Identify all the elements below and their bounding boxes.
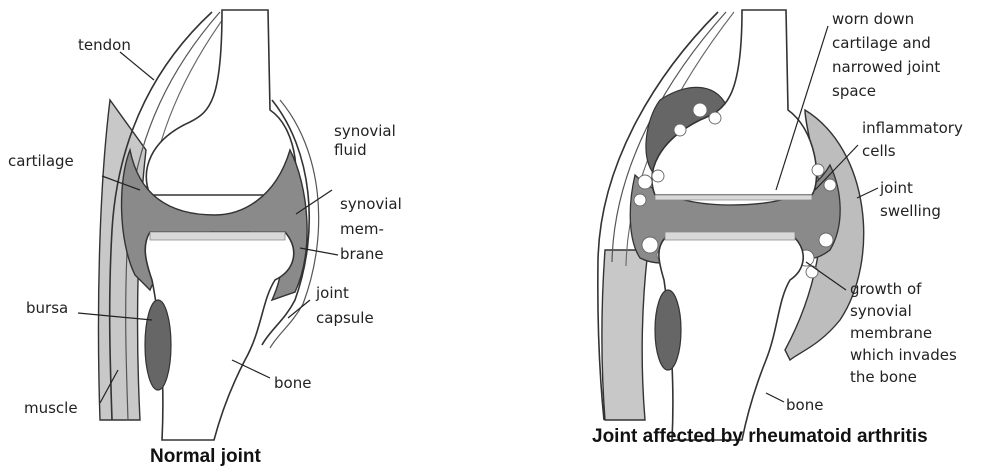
label-synovial-membrane-2: mem-	[340, 220, 384, 238]
normal-cartilage-lower	[150, 232, 285, 240]
label-worn-cartilage-3: narrowed joint	[832, 58, 940, 76]
normal-bursa	[145, 300, 171, 390]
label-synovial-fluid-1: synovial	[334, 122, 396, 140]
affected-cartilage-lower	[665, 232, 795, 240]
affected-cartilage-upper	[655, 195, 812, 200]
label-growth-membrane-3: membrane	[850, 324, 932, 342]
label-synovial-membrane-3: brane	[340, 245, 384, 263]
label-bursa: bursa	[26, 299, 68, 317]
affected-muscle	[602, 250, 648, 420]
label-bone: bone	[274, 374, 311, 392]
label-inflammatory-cells-1: inflammatory	[862, 119, 963, 137]
label-inflammatory-cells-2: cells	[862, 142, 896, 160]
label-growth-membrane-5: the bone	[850, 368, 917, 386]
label-joint-capsule-2: capsule	[316, 309, 374, 327]
label-worn-cartilage-1: worn down	[832, 10, 914, 28]
label-synovial-fluid-2: fluid	[334, 141, 367, 159]
normal-joint: tendon cartilage synovial fluid synovial…	[8, 10, 402, 467]
label-muscle: muscle	[24, 399, 78, 417]
affected-joint: worn down cartilage and narrowed joint s…	[592, 10, 963, 447]
label-growth-membrane-4: which invades	[850, 346, 957, 364]
label-worn-cartilage-2: cartilage and	[832, 34, 931, 52]
caption-affected-joint: Joint affected by rheumatoid arthritis	[592, 426, 928, 447]
affected-bursa	[655, 290, 681, 370]
label-affected-bone: bone	[786, 396, 823, 414]
label-growth-membrane-1: growth of	[850, 280, 922, 298]
label-tendon: tendon	[78, 36, 131, 54]
label-synovial-membrane-1: synovial	[340, 195, 402, 213]
caption-normal-joint: Normal joint	[150, 446, 262, 467]
label-joint-swelling-1: joint	[879, 179, 913, 197]
label-growth-membrane-2: synovial	[850, 302, 912, 320]
label-cartilage: cartilage	[8, 152, 74, 170]
label-joint-swelling-2: swelling	[880, 202, 941, 220]
label-joint-capsule-1: joint	[315, 284, 349, 302]
label-worn-cartilage-4: space	[832, 82, 876, 100]
